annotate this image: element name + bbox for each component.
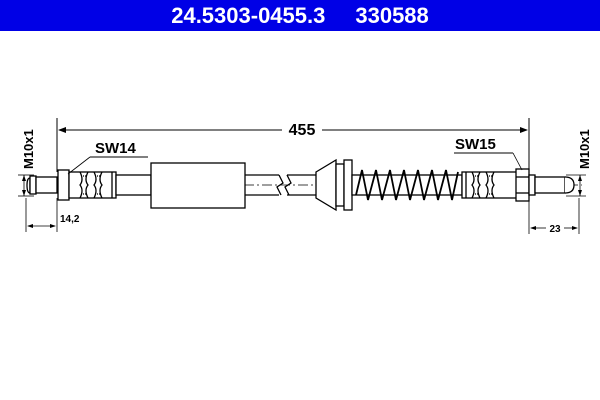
left-fitting <box>26 169 117 201</box>
right-thread-label: M10x1 <box>577 129 592 169</box>
reference-number: 330588 <box>355 2 429 28</box>
part-number: 24.5303-0455.3 <box>171 2 326 28</box>
grommet-cone <box>315 158 337 212</box>
right-wrench-size-label: SW15 <box>455 136 496 153</box>
hose-segment-left <box>115 174 152 196</box>
right-length-dimension <box>528 198 580 234</box>
title-bar: 24.5303-0455.3 330588 <box>0 0 600 31</box>
left-length-label: 14,2 <box>60 214 80 225</box>
bracket-washer <box>343 159 353 211</box>
left-thread-label: M10x1 <box>21 129 36 169</box>
protective-spring <box>351 169 463 201</box>
left-length-dimension <box>25 198 58 232</box>
right-fitting <box>461 168 575 202</box>
overall-length-label: 455 <box>289 122 316 139</box>
right-length-label: 23 <box>549 224 561 235</box>
right-thread-dimension <box>566 174 586 197</box>
left-wrench-size-label: SW14 <box>95 140 137 157</box>
overall-length-dimension <box>56 118 530 172</box>
protective-sleeve <box>150 162 246 209</box>
left-thread-dimension <box>18 174 34 197</box>
